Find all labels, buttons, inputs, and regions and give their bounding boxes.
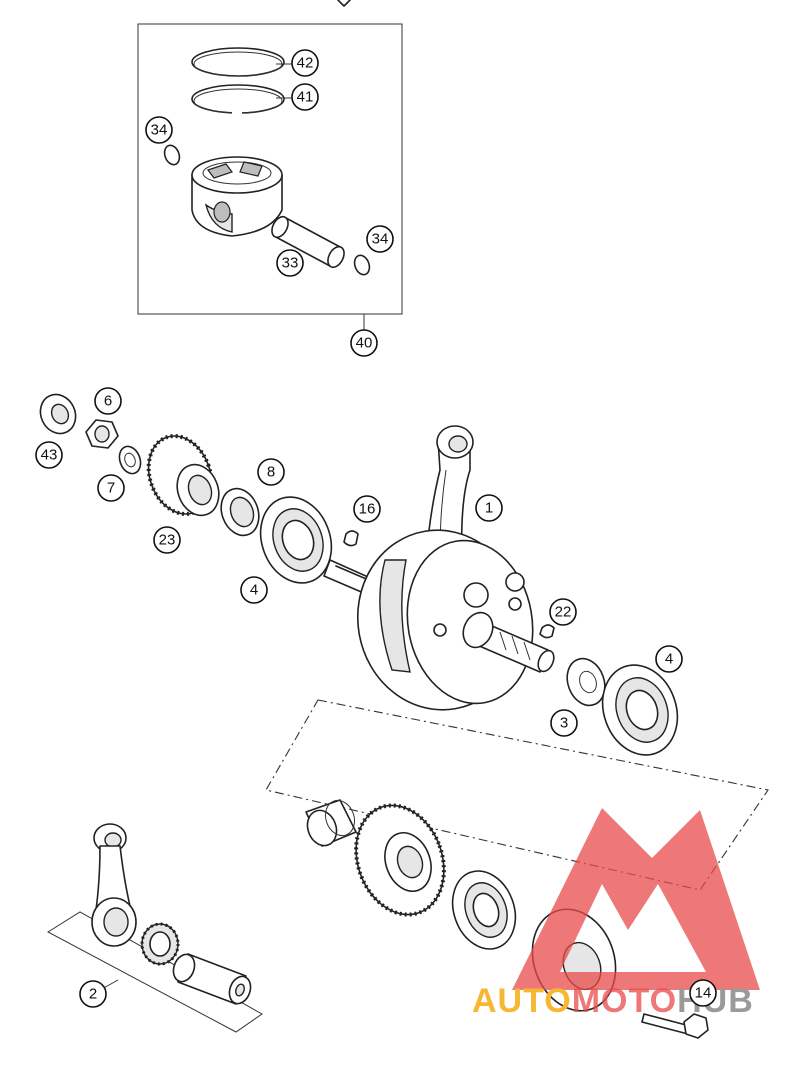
bearing-4-right <box>601 664 679 756</box>
svg-text:4: 4 <box>250 582 258 599</box>
connecting-rod-2 <box>91 823 137 947</box>
callout-34-left: 34 <box>145 116 173 144</box>
callout-22: 22 <box>549 598 577 626</box>
piston-pin-clip-right <box>353 254 371 276</box>
callout-8: 8 <box>257 458 285 486</box>
crankshaft <box>323 425 555 711</box>
svg-text:4: 4 <box>665 651 673 668</box>
watermark-auto: AUTO <box>472 982 572 1020</box>
crank-pin <box>172 953 252 1005</box>
svg-text:34: 34 <box>372 231 389 248</box>
callout-23: 23 <box>153 526 181 554</box>
needle-bearing-small <box>305 799 357 847</box>
svg-text:42: 42 <box>297 55 314 72</box>
callout-34-right: 34 <box>366 225 394 253</box>
watermark-text: AUTOMOTOHUB <box>472 982 754 1020</box>
callout-4-left: 4 <box>240 576 268 604</box>
washer-7 <box>118 445 142 475</box>
callout-14: 14 <box>689 979 717 1007</box>
key-22 <box>539 624 555 639</box>
callout-3: 3 <box>550 709 578 737</box>
spacer-43 <box>39 393 77 435</box>
svg-text:22: 22 <box>555 604 572 621</box>
piston-kit-group <box>137 23 403 330</box>
washer-3 <box>566 657 606 707</box>
watermark-triangle-icon <box>512 808 760 990</box>
svg-text:14: 14 <box>695 985 712 1002</box>
svg-text:3: 3 <box>560 715 568 732</box>
piston-ring-bottom <box>191 84 285 116</box>
svg-text:8: 8 <box>267 464 275 481</box>
svg-text:43: 43 <box>41 447 58 464</box>
piston-kit-frame <box>137 23 403 315</box>
piston <box>191 156 283 237</box>
watermark-moto: MOTO <box>572 982 677 1020</box>
callout-1: 1 <box>475 494 503 522</box>
callout-43: 43 <box>35 441 63 469</box>
svg-text:23: 23 <box>159 532 176 549</box>
svg-text:41: 41 <box>297 89 314 106</box>
callout-40: 40 <box>350 329 378 357</box>
watermark-logo <box>512 808 760 990</box>
callout-6: 6 <box>94 387 122 415</box>
svg-text:2: 2 <box>89 986 97 1003</box>
svg-text:16: 16 <box>359 501 376 518</box>
balancer-bearing <box>451 870 517 950</box>
svg-text:34: 34 <box>151 122 168 139</box>
key-16 <box>343 530 359 547</box>
svg-text:1: 1 <box>485 500 493 517</box>
svg-text:33: 33 <box>282 255 299 272</box>
conrod-kit-frame <box>47 911 263 1033</box>
bearing-4-left <box>259 496 333 584</box>
piston-ring-top <box>191 47 285 77</box>
callout-4-right: 4 <box>655 645 683 673</box>
callout-41: 41 <box>291 83 319 111</box>
nut-6 <box>85 419 119 449</box>
callout-2: 2 <box>79 980 107 1008</box>
svg-text:6: 6 <box>104 393 112 410</box>
gear-23 <box>146 434 220 517</box>
callout-42: 42 <box>291 49 319 77</box>
callout-16: 16 <box>353 495 381 523</box>
svg-text:7: 7 <box>107 480 115 497</box>
balancer-kit-frame <box>265 699 769 891</box>
callout-33: 33 <box>276 249 304 277</box>
cropped-title-fragment <box>337 0 351 7</box>
seal-8 <box>220 487 260 537</box>
balancer-gear <box>354 803 446 917</box>
svg-text:40: 40 <box>356 335 373 352</box>
piston-pin-clip-left <box>163 144 181 166</box>
needle-bearing-big-end <box>140 922 180 966</box>
bolt-14 <box>641 1013 709 1039</box>
piston-pin <box>271 215 345 269</box>
callout-7: 7 <box>97 474 125 502</box>
